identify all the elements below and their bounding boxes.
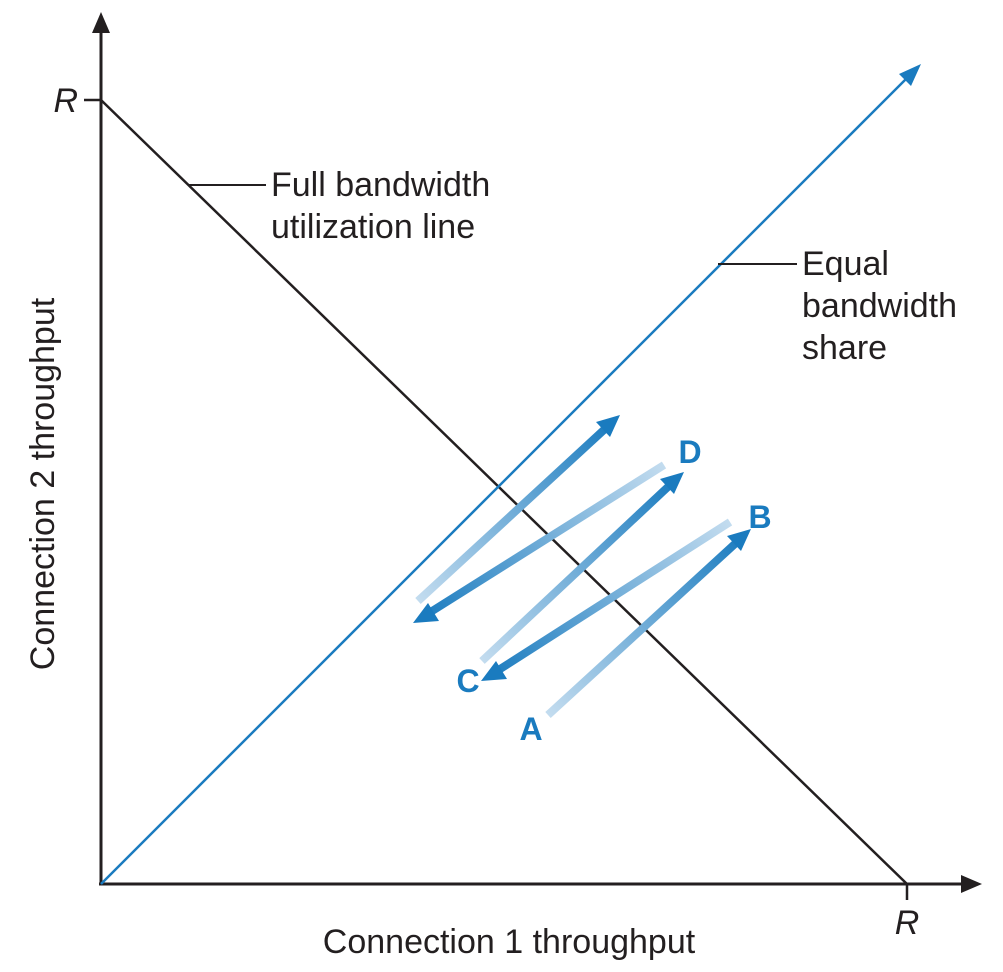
y-axis-label: Connection 2 throughput — [24, 297, 62, 670]
full-utilization-line — [100, 99, 908, 885]
arrow-a-to-b-head — [727, 529, 751, 551]
equal-share-arrowhead — [899, 64, 921, 86]
equal-share-line — [100, 74, 911, 885]
point-a-label: A — [519, 711, 542, 747]
point-c-label: C — [456, 663, 479, 699]
full-utilization-label-line2: utilization line — [271, 208, 475, 246]
arrow-c-to-d — [479, 482, 673, 664]
full-utilization-label-line1: Full bandwidth — [271, 166, 490, 204]
x-axis-r-label: R — [895, 904, 920, 942]
equal-share-label-line1: Equal — [802, 245, 889, 283]
arrow-c-to-d-head — [660, 472, 684, 494]
equal-share-label-line3: share — [802, 329, 887, 367]
trajectory-arrows — [413, 415, 751, 718]
arrow-b-to-c-head — [481, 661, 507, 681]
axes — [84, 12, 982, 900]
x-axis-arrowhead — [961, 875, 982, 893]
arrow-d-to-e — [426, 461, 667, 617]
arrow-b-to-c — [494, 518, 733, 675]
point-d-label: D — [678, 434, 701, 470]
x-axis-label: Connection 1 throughput — [323, 923, 696, 961]
point-b-label: B — [748, 499, 771, 535]
arrow-d-to-e-head — [413, 603, 439, 623]
y-axis-r-label: R — [53, 82, 78, 120]
arrow-e-to-f — [415, 425, 609, 604]
arrow-a-to-b — [545, 539, 740, 718]
y-axis-arrowhead — [92, 12, 110, 33]
equal-share-label-line2: bandwidth — [802, 287, 957, 325]
arrow-e-to-f-head — [596, 415, 620, 437]
